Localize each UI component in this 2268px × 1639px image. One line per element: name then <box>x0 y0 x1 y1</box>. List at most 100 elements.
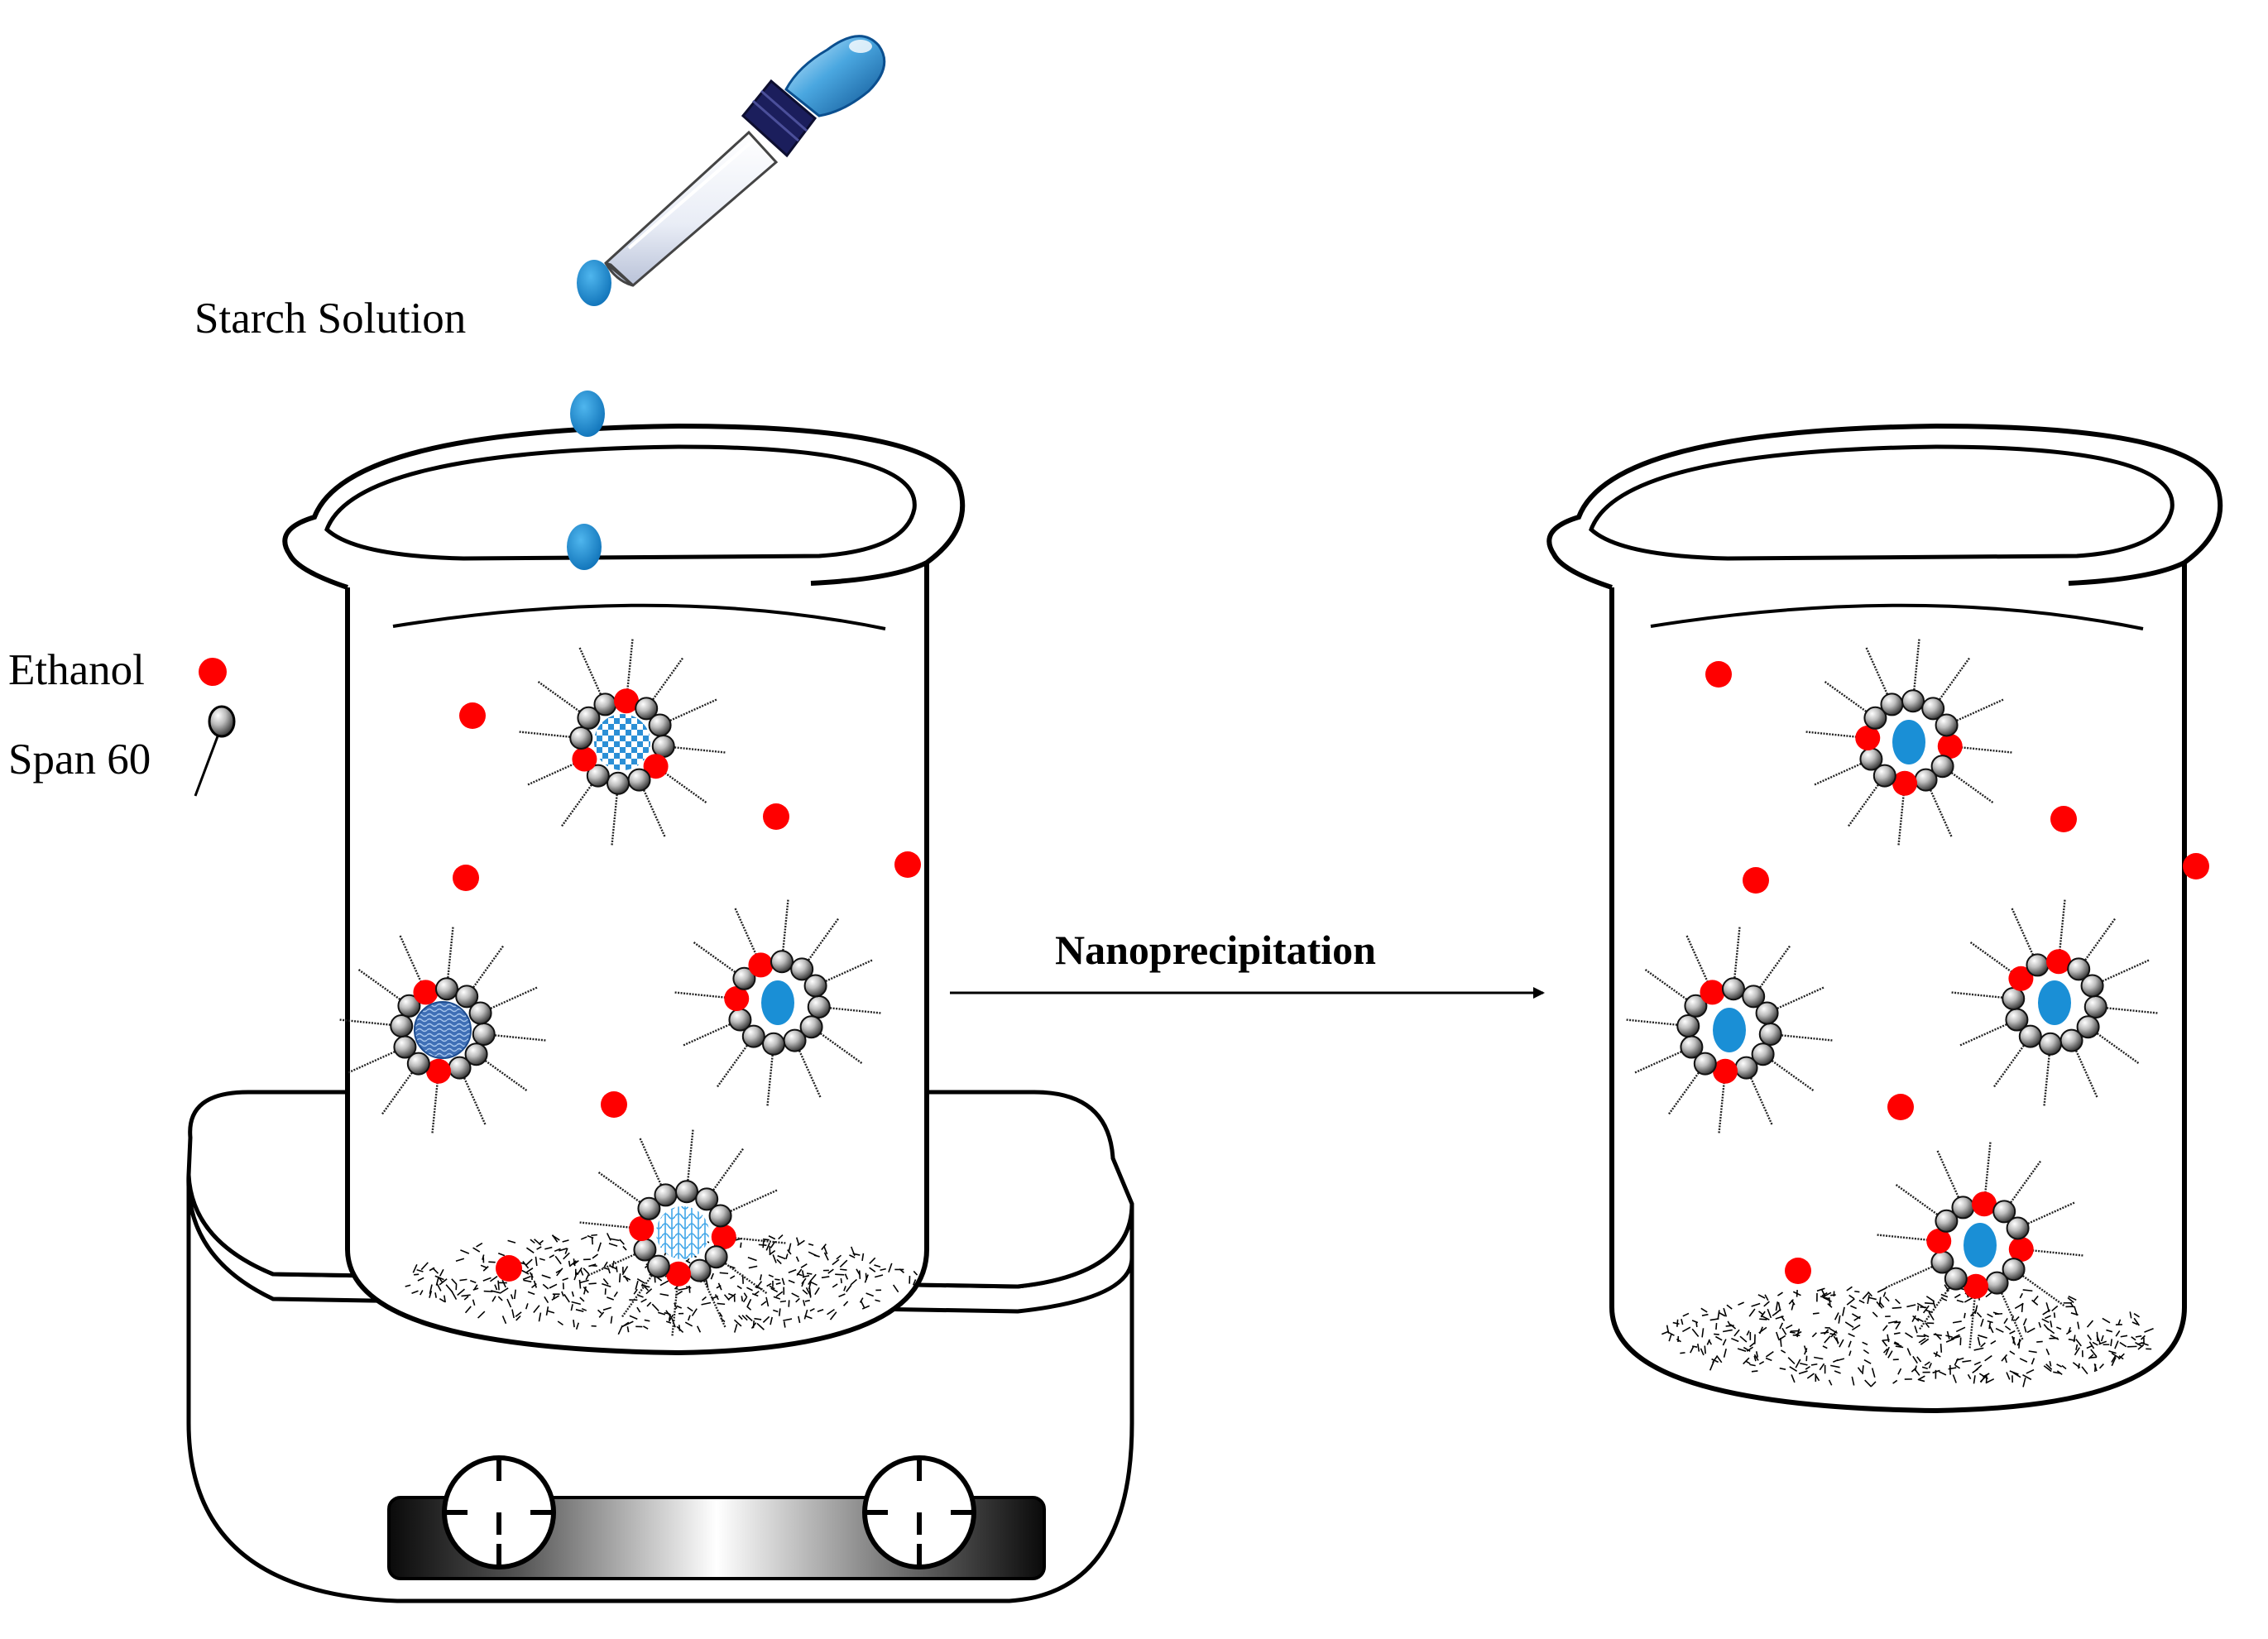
surfactant-head <box>688 1258 712 1282</box>
surfactant-tail <box>446 927 454 981</box>
surfactant-tail <box>1885 1264 1935 1289</box>
surfactant-tail <box>1897 791 1906 846</box>
surfactant-head <box>1951 1196 1975 1220</box>
starch-core <box>2038 980 2071 1025</box>
surfactant-tail <box>1824 681 1869 714</box>
ethanol-dot <box>2008 1236 2034 1262</box>
surfactant-tail <box>650 657 683 702</box>
surfactant-tail <box>1919 1285 1952 1330</box>
starch-nanoparticle-icon <box>519 639 726 846</box>
surfactant-tail <box>1954 698 2004 723</box>
starch-drop <box>570 391 605 437</box>
ethanol-dot <box>724 986 750 1012</box>
surfactant-tail <box>1928 787 1953 837</box>
surfactant-tail <box>1805 731 1860 739</box>
starch-core <box>761 980 794 1025</box>
starch-drops <box>567 260 611 570</box>
surfactant-tail <box>1774 986 1824 1011</box>
surfactant-head <box>646 1254 670 1278</box>
starch-nanoparticle-icon <box>1805 639 2012 846</box>
surfactant-tail <box>1895 1184 1940 1217</box>
surfactant-head <box>783 1028 807 1052</box>
surfactant-head <box>674 1180 698 1204</box>
surfactant-tail <box>2020 1273 2065 1306</box>
surfactant-tail <box>2043 1052 2051 1106</box>
surfactant-tail <box>1936 1150 1961 1200</box>
surfactant-head <box>704 1245 728 1269</box>
surfactant-head <box>406 1052 430 1076</box>
surfactant-head <box>2059 1028 2083 1052</box>
surfactant-tail <box>1877 1234 1931 1242</box>
ethanol-dot <box>496 1255 522 1282</box>
surfactant-head <box>1755 1001 1779 1025</box>
surfactant-head <box>468 1001 492 1025</box>
ethanol-dot <box>613 688 639 714</box>
surfactant-tail <box>731 1236 786 1244</box>
ethanol-dot <box>1892 770 1918 796</box>
surfactant-head <box>448 1056 472 1080</box>
micelles-layer <box>339 639 2158 1349</box>
surfactant-head <box>741 1024 765 1048</box>
surfactant-head <box>648 713 672 737</box>
surfactant-head <box>1921 697 1945 721</box>
surfactant-head <box>2083 994 2107 1018</box>
surfactant-head <box>728 1008 752 1032</box>
starch-drop <box>577 260 611 306</box>
surfactant-head <box>790 957 814 981</box>
surfactant-tail <box>1865 647 1890 697</box>
surfactant-head <box>635 697 659 721</box>
surfactant-head <box>1684 994 1708 1018</box>
surfactant-tail <box>2103 1006 2158 1014</box>
surfactant-tail <box>487 986 538 1011</box>
surfactant-tail <box>2025 1201 2075 1226</box>
surfactant-head <box>2005 1008 2029 1032</box>
surfactant-head <box>2002 987 2026 1011</box>
surfactant-icon <box>194 705 236 797</box>
surfactant-head <box>1680 1035 1704 1059</box>
surfactant-tail <box>431 1079 439 1133</box>
surfactant-head <box>1693 1052 1717 1076</box>
surfactant-tail <box>1814 761 1864 786</box>
surfactant-head <box>569 726 593 750</box>
surfactant-tail <box>671 1282 679 1336</box>
surfactant-tail <box>1644 969 1690 1002</box>
ethanol-dot <box>572 746 597 772</box>
surfactant-head <box>593 693 617 716</box>
starch-nanoparticle-icon <box>1626 927 1833 1133</box>
surfactant-tail <box>683 1022 733 1047</box>
surfactant-head <box>654 1183 678 1207</box>
surfactant-head <box>2080 974 2104 998</box>
ethanol-dot <box>1887 1094 1914 1120</box>
ethanol-dot <box>666 1261 692 1287</box>
surfactant-tail <box>561 782 594 827</box>
surfactant-tail <box>1718 1079 1726 1133</box>
surfactant-tail <box>1999 1290 2024 1340</box>
surfactant-head <box>633 1238 657 1262</box>
starch-nanoparticle-icon <box>339 927 546 1133</box>
surfactant-tail <box>711 1148 744 1193</box>
surfactant-head <box>390 1014 414 1038</box>
surfactant-tail <box>2074 1047 2098 1098</box>
surfactant-tail <box>717 1042 750 1088</box>
process-arrow: Nanoprecipitation <box>950 927 1545 999</box>
surfactant-head <box>1872 764 1896 788</box>
surfactant-head <box>799 1015 823 1039</box>
surfactant-tail <box>827 1006 881 1014</box>
surfactant-head <box>1944 1267 1968 1291</box>
ethanol-dot <box>1855 726 1881 751</box>
surfactant-tail <box>626 639 634 693</box>
ethanol-dot <box>1937 733 1963 759</box>
surfactant-head <box>577 706 601 730</box>
surfactant-tail <box>1951 991 2006 999</box>
surfactant-tail <box>797 1047 822 1098</box>
surfactant-tail <box>766 1052 774 1106</box>
starch-nanoparticle-icon <box>674 899 881 1106</box>
surfactant-head <box>393 1035 417 1059</box>
beaker-right <box>1546 423 2223 1414</box>
starch-nanoparticle-icon <box>1951 899 2158 1106</box>
surfactant-tail <box>399 935 424 985</box>
surfactant-tail <box>806 918 839 963</box>
legend-ethanol-label: Ethanol <box>8 646 145 694</box>
surfactant-tail <box>1626 1018 1681 1027</box>
